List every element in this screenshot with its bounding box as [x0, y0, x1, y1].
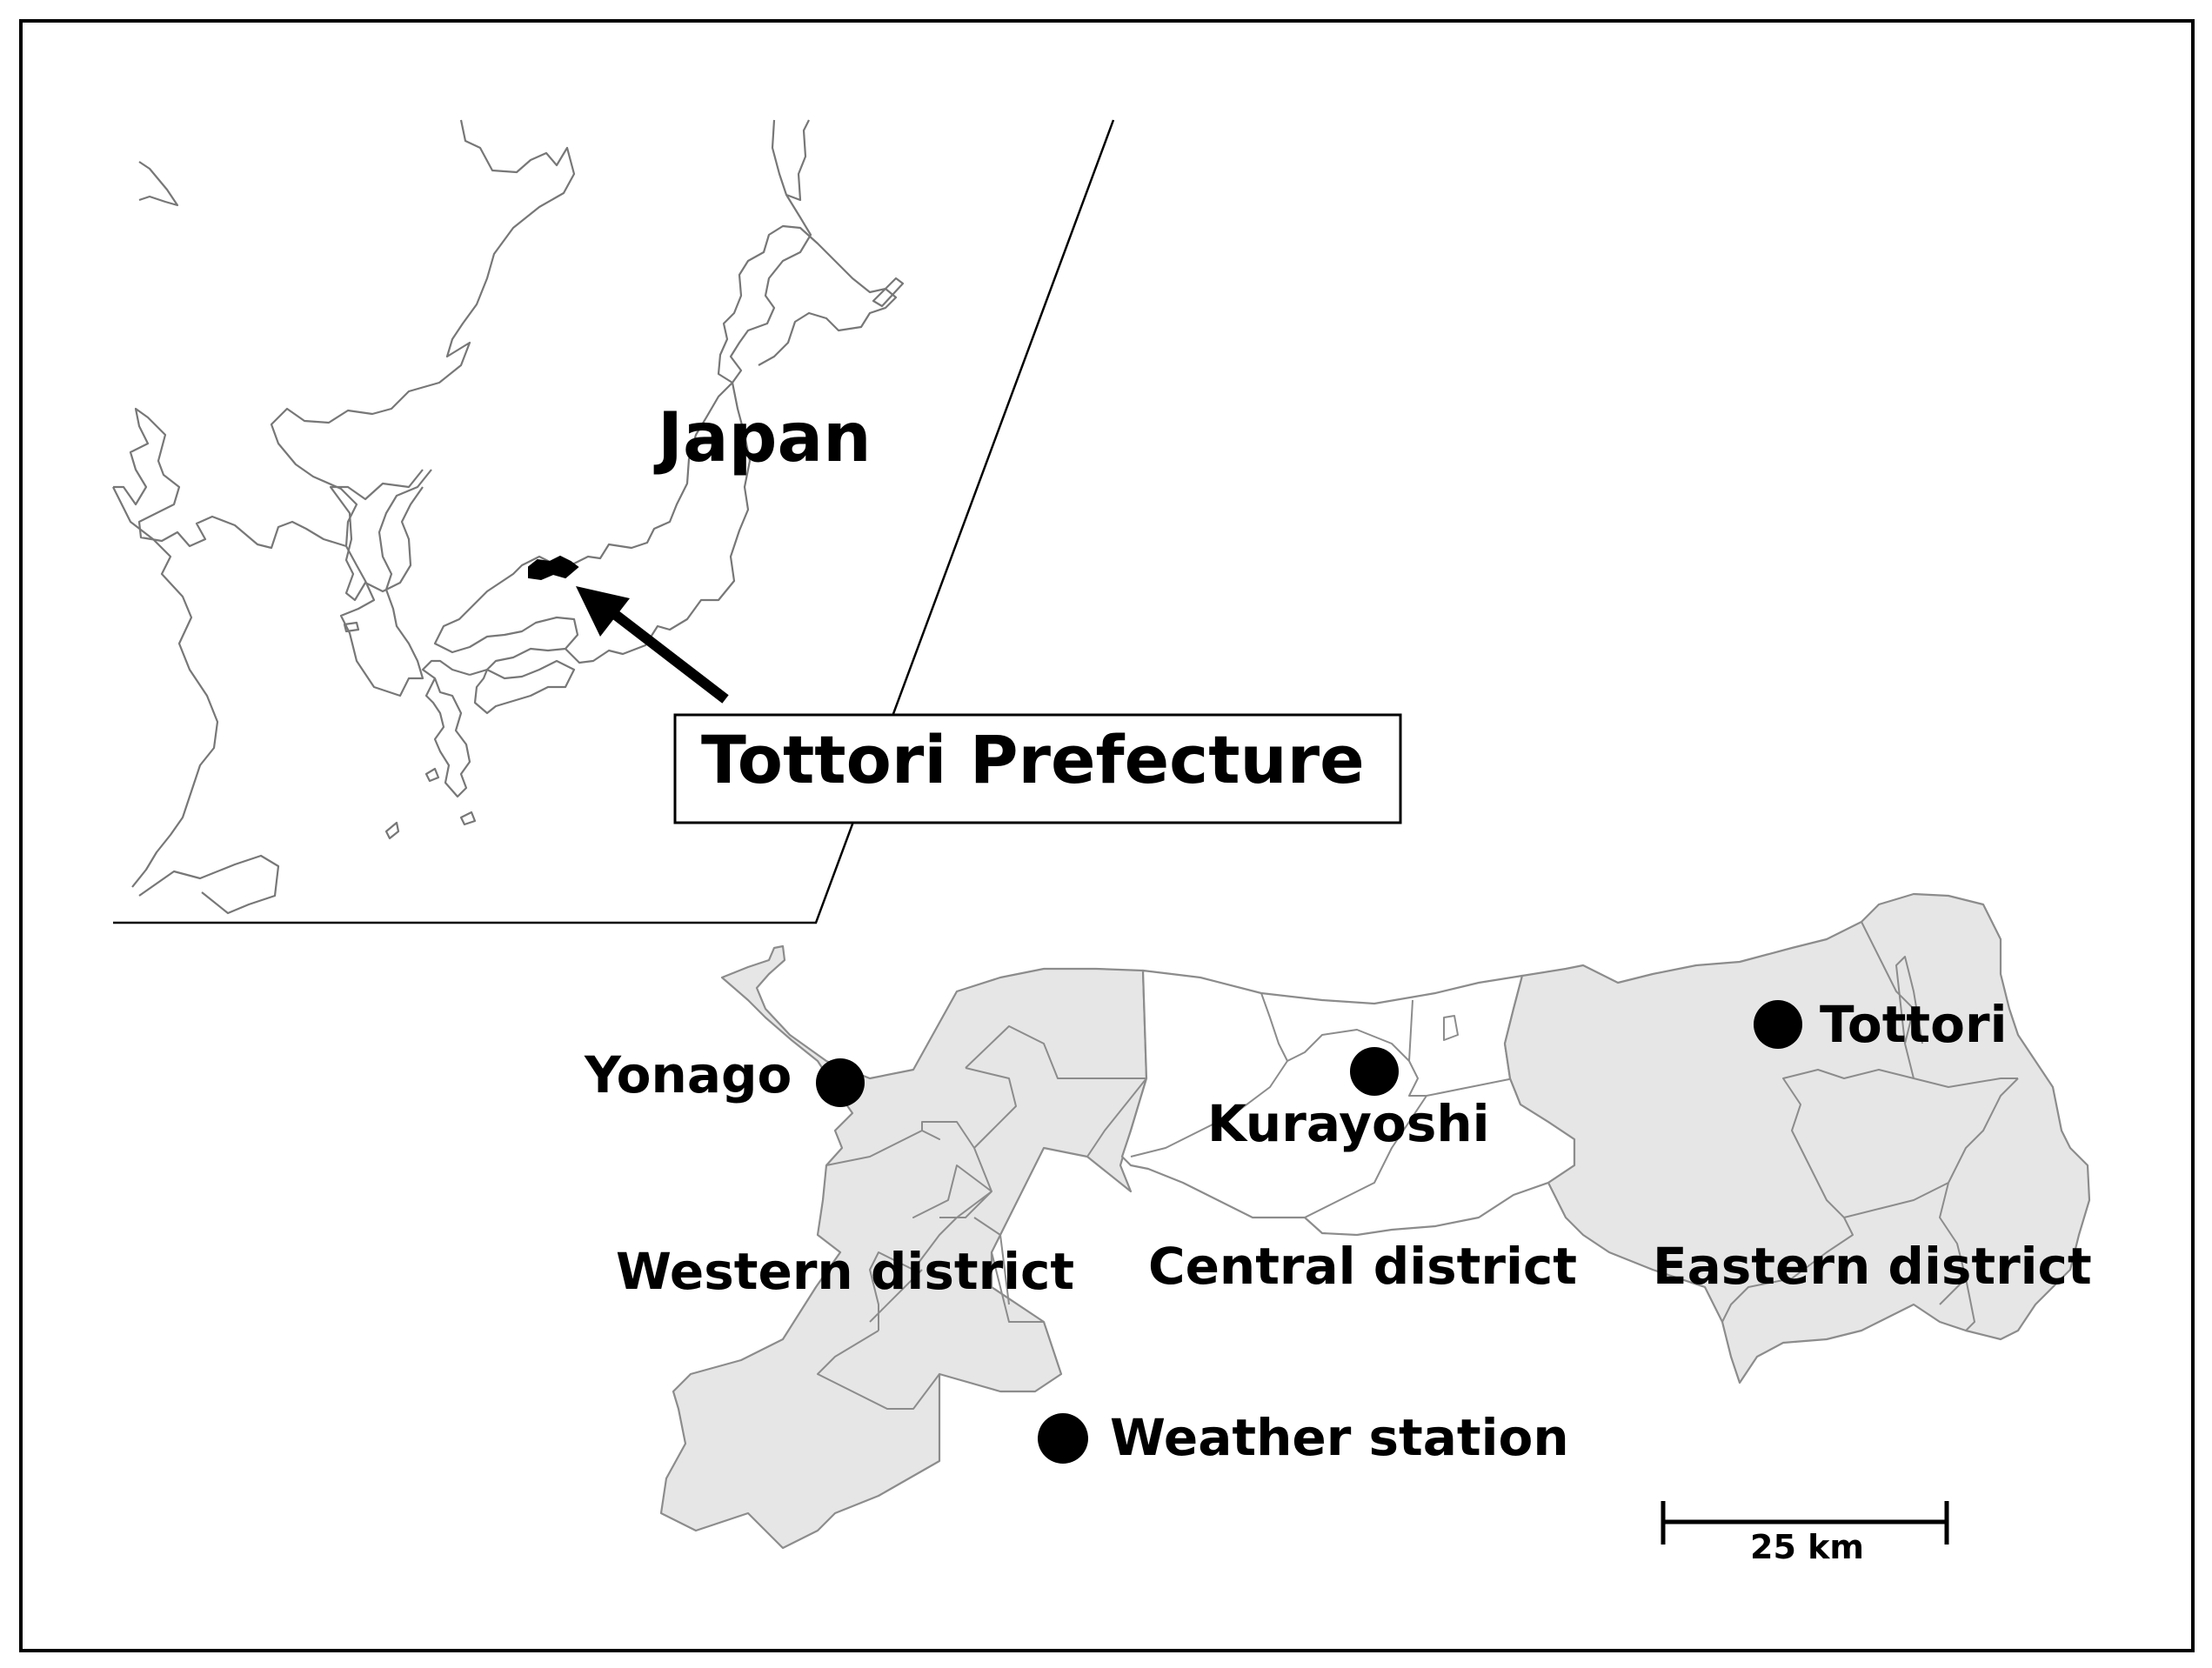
shikoku-coastline [473, 659, 576, 715]
tottori-marker[interactable] [1754, 1000, 1802, 1049]
china-coastline-south [138, 854, 280, 915]
kurayoshi-marker[interactable] [1350, 1047, 1399, 1096]
island-4 [384, 821, 400, 840]
callout-label: Tottori Prefecture [701, 721, 1365, 798]
mainland-coastline [113, 119, 576, 697]
inset-map-japan: Japan Tottori Prefecture [112, 119, 1402, 924]
western-municipal-borders [817, 1025, 1147, 1410]
tottori-prefecture-map: Yonago Kurayoshi Tottori Western distric… [584, 892, 2092, 1566]
central-district-label: Central district [1148, 1237, 1577, 1296]
tottori-label: Tottori [1820, 995, 2008, 1054]
eastern-district-area[interactable] [1503, 892, 2091, 1384]
callout-arrow-head [576, 586, 630, 637]
honshu-coastline [433, 382, 752, 677]
map-frame [19, 19, 2195, 1652]
western-district-area[interactable] [659, 944, 1148, 1550]
japan-label: Japan [653, 399, 872, 477]
eastern-district-label: Eastern district [1653, 1237, 2092, 1296]
kurayoshi-label: Kurayoshi [1207, 1094, 1490, 1153]
korea-coastline [329, 469, 424, 602]
callout-box [673, 713, 1402, 824]
inset-border [113, 119, 1115, 924]
yonago-label: Yonago [584, 1045, 792, 1104]
scale-bar: 25 km [1661, 1501, 1949, 1566]
kyushu-coastline [421, 659, 471, 798]
island-6 [138, 161, 179, 207]
weather-station-label: Weather station [1110, 1408, 1569, 1467]
hokkaido-coastline [717, 119, 898, 384]
weather-station-marker [1038, 1413, 1088, 1464]
island-1 [343, 621, 360, 633]
callout-arrow-shaft [602, 603, 729, 704]
china-coastline [112, 486, 219, 888]
island-5 [872, 277, 905, 308]
eastern-municipal-borders [1721, 921, 2019, 1331]
tottori-highlight[interactable] [528, 555, 579, 581]
central-municipal-borders [1130, 992, 1514, 1218]
scale-bar-label: 25 km [1750, 1528, 1864, 1566]
central-district-area[interactable] [1120, 969, 1576, 1237]
western-district-label: Western district [616, 1242, 1074, 1301]
island-2 [459, 811, 477, 826]
yonago-marker[interactable] [816, 1058, 865, 1107]
island-3 [424, 767, 440, 783]
